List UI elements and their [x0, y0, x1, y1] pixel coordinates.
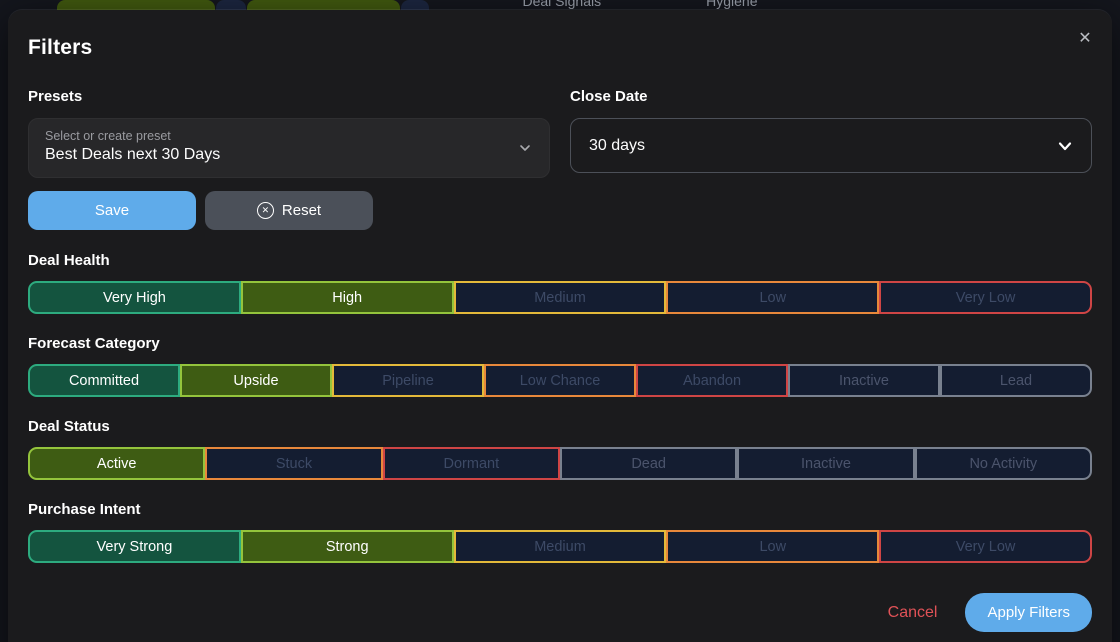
- option-upside[interactable]: Upside: [180, 364, 332, 397]
- presets-label: Presets: [28, 88, 83, 105]
- cancel-button[interactable]: Cancel: [887, 603, 938, 621]
- modal-title: Filters: [28, 36, 93, 59]
- presets-column: Presets Select or create preset Best Dea…: [28, 88, 550, 230]
- preset-select[interactable]: Select or create preset Best Deals next …: [28, 118, 550, 178]
- tab-hygiene[interactable]: Hygiene: [706, 0, 758, 9]
- option-inactive[interactable]: Inactive: [737, 447, 915, 480]
- background-pill: [216, 0, 246, 12]
- option-high[interactable]: High: [240, 281, 454, 314]
- option-medium[interactable]: Medium: [453, 281, 667, 314]
- chevron-down-icon: [520, 145, 530, 151]
- preset-placeholder: Select or create preset: [45, 129, 171, 143]
- option-low[interactable]: Low: [666, 281, 880, 314]
- close-date-label: Close Date: [570, 88, 648, 105]
- filter-group-label: Deal Health: [28, 252, 110, 269]
- option-medium[interactable]: Medium: [453, 530, 667, 563]
- close-icon[interactable]: ✕: [1078, 30, 1092, 47]
- option-active[interactable]: Active: [28, 447, 206, 480]
- option-low-chance[interactable]: Low Chance: [484, 364, 636, 397]
- modal-footer: Cancel Apply Filters: [28, 593, 1092, 632]
- option-lead[interactable]: Lead: [940, 364, 1092, 397]
- filter-group-label: Deal Status: [28, 418, 110, 435]
- top-section: Presets Select or create preset Best Dea…: [28, 88, 1092, 230]
- save-button-label: Save: [94, 202, 130, 219]
- option-abandon[interactable]: Abandon: [636, 364, 788, 397]
- filters-modal: Filters ✕ Presets Select or create prese…: [8, 10, 1112, 642]
- apply-filters-button[interactable]: Apply Filters: [965, 593, 1092, 632]
- filter-group-label: Purchase Intent: [28, 501, 141, 518]
- reset-button[interactable]: ✕ Reset: [205, 191, 373, 230]
- option-very-high[interactable]: Very High: [28, 281, 241, 314]
- option-dead[interactable]: Dead: [559, 447, 738, 480]
- save-button[interactable]: Save: [28, 191, 196, 230]
- option-dormant[interactable]: Dormant: [382, 447, 560, 480]
- option-pipeline[interactable]: Pipeline: [332, 364, 484, 397]
- chevron-down-icon: [1058, 141, 1072, 150]
- close-date-select[interactable]: 30 days: [570, 118, 1092, 173]
- background-tabs: Deal Signals Hygiene: [430, 0, 850, 9]
- preset-value: Best Deals next 30 Days: [45, 146, 221, 163]
- reset-button-label: Reset: [281, 202, 322, 219]
- option-inactive[interactable]: Inactive: [788, 364, 940, 397]
- filter-group-label: Forecast Category: [28, 335, 160, 352]
- option-stuck[interactable]: Stuck: [205, 447, 383, 480]
- option-low[interactable]: Low: [666, 530, 880, 563]
- tab-deal-signals[interactable]: Deal Signals: [522, 0, 602, 9]
- option-strong[interactable]: Strong: [240, 530, 454, 563]
- background-pill: [57, 0, 215, 12]
- background-pill: [401, 0, 429, 12]
- option-no-activity[interactable]: No Activity: [914, 447, 1092, 480]
- background-pill: [247, 0, 400, 12]
- option-committed[interactable]: Committed: [28, 364, 180, 397]
- option-very-strong[interactable]: Very Strong: [28, 530, 241, 563]
- close-date-value: 30 days: [589, 136, 646, 154]
- reset-icon: ✕: [256, 202, 274, 219]
- option-very-low[interactable]: Very Low: [879, 530, 1092, 563]
- option-very-low[interactable]: Very Low: [879, 281, 1092, 314]
- preset-actions: Save ✕ Reset: [28, 191, 550, 230]
- close-date-column: Close Date 30 days: [570, 88, 1092, 230]
